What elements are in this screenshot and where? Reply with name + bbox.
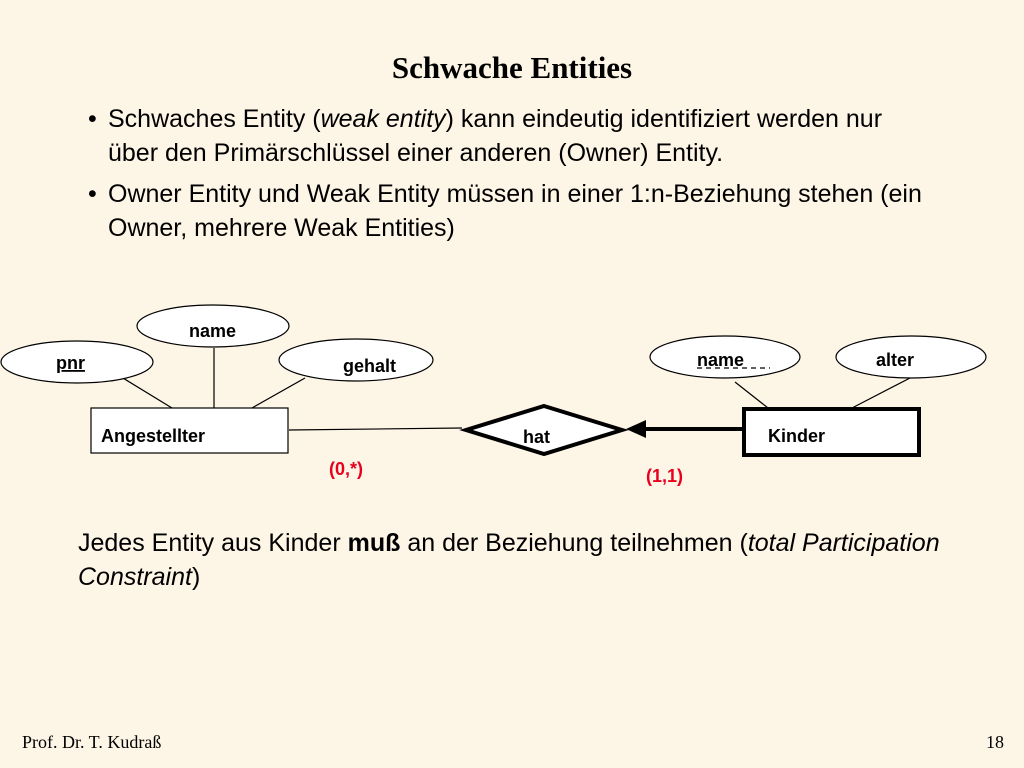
note-text: ) bbox=[191, 563, 201, 591]
entity-angestellter bbox=[90, 407, 289, 454]
relationship-hat bbox=[459, 403, 629, 457]
attribute-name bbox=[136, 304, 290, 348]
weak-entity-kinder bbox=[742, 407, 921, 457]
bullet-item: Schwaches Entity (weak entity) kann eind… bbox=[88, 102, 938, 170]
entity-label-kinder: Kinder bbox=[768, 426, 825, 446]
bullet-italic-term: weak entity bbox=[320, 105, 446, 133]
bullet-list: Schwaches Entity (weak entity) kann eind… bbox=[88, 102, 938, 252]
attribute-alter bbox=[835, 335, 987, 379]
line-alter bbox=[851, 377, 911, 409]
attribute-label-name: name bbox=[189, 321, 236, 341]
cardinality-owner: (0,*) bbox=[329, 459, 363, 479]
note-text: an der Beziehung teilnehmen ( bbox=[400, 529, 748, 557]
slide-title: Schwache Entities bbox=[391, 50, 633, 85]
line-gehalt bbox=[251, 377, 306, 409]
note-bold-term: muß bbox=[347, 529, 401, 557]
attribute-gehalt bbox=[278, 338, 434, 382]
entity-label-angestellter: Angestellter bbox=[101, 426, 205, 446]
line-pnr bbox=[117, 374, 173, 409]
attribute-label-kinder-name: name bbox=[697, 350, 744, 370]
attribute-pnr bbox=[0, 340, 154, 384]
bullet-text: Owner Entity und Weak Entity müssen in e… bbox=[108, 180, 922, 242]
attribute-label-alter: alter bbox=[876, 350, 914, 370]
attribute-label-gehalt: gehalt bbox=[343, 356, 396, 376]
note-italic-term: total Participation Constraint bbox=[78, 529, 940, 591]
arrow-head-icon bbox=[626, 420, 646, 438]
cardinality-weak: (1,1) bbox=[646, 466, 683, 486]
line-kinder-name bbox=[734, 381, 769, 409]
line-owner-relationship bbox=[288, 427, 463, 431]
attribute-label-pnr: pnr bbox=[56, 353, 85, 373]
bullet-text: Schwaches Entity ( bbox=[108, 105, 321, 133]
note-text: Jedes Entity aus Kinder bbox=[78, 529, 348, 557]
participation-note: Jedes Entity aus Kinder muß an der Bezie… bbox=[78, 526, 958, 594]
bullet-item: Owner Entity und Weak Entity müssen in e… bbox=[88, 177, 938, 245]
page-number: 18 bbox=[986, 732, 1004, 752]
relationship-label-hat: hat bbox=[523, 427, 550, 447]
footer-author: Prof. Dr. T. Kudraß bbox=[22, 732, 162, 752]
bullet-text: ) kann eindeutig identifiziert werden nu… bbox=[108, 105, 883, 167]
